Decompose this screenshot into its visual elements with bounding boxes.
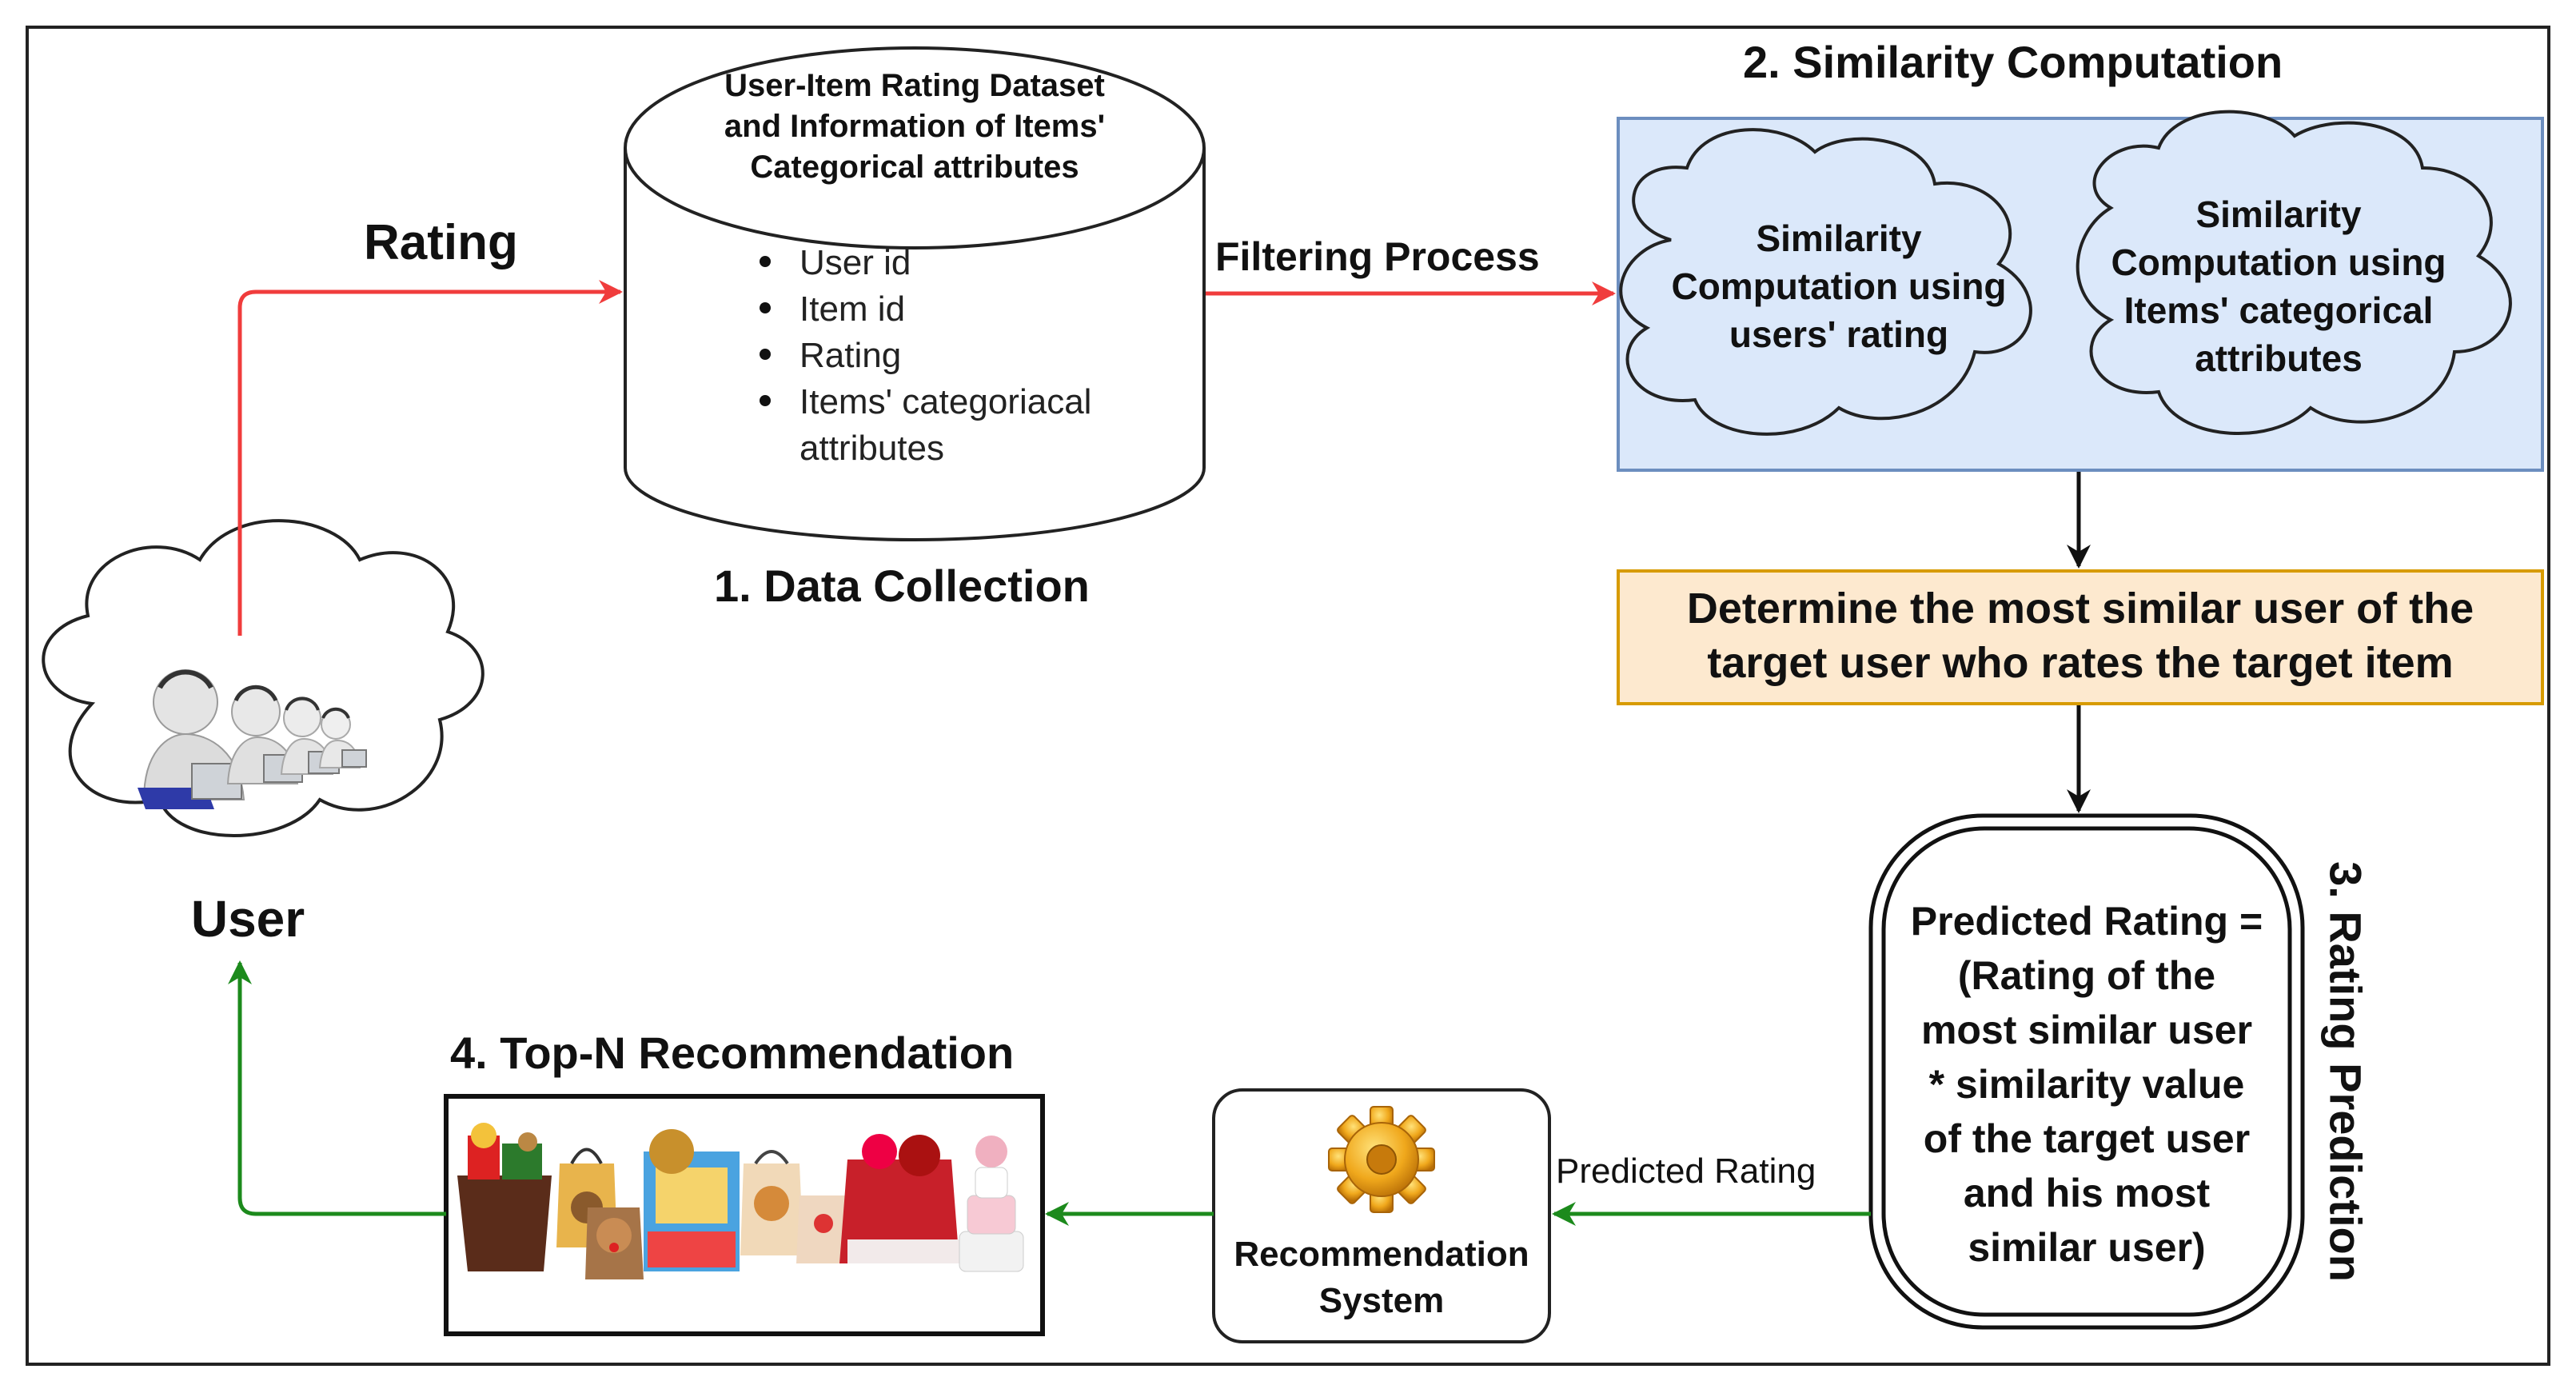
gear-icon — [1328, 1106, 1435, 1213]
prediction-formula: Predicted Rating = (Rating of the most s… — [1910, 899, 2263, 1270]
rating-arrow — [237, 280, 623, 636]
similarity-cloud-users — [1619, 128, 2032, 436]
gift-bag-image — [796, 1195, 851, 1263]
gift-box-image — [644, 1129, 740, 1271]
similarity-cloud-items — [2076, 110, 2512, 436]
gift-bag-image — [740, 1150, 804, 1255]
list-item: Items' categoriacal — [760, 379, 1091, 425]
list-item: Rating — [760, 333, 1091, 379]
rating-prediction-box — [1868, 813, 2305, 1330]
gift-bag-image — [585, 1207, 644, 1279]
dataset-attribute-list: User id Item id Rating Items' categoriac… — [760, 240, 1091, 472]
similarity-title: 2. Similarity Computation — [1743, 37, 2283, 87]
predicted-rating-edge-label: Predicted Rating — [1556, 1152, 1816, 1191]
topn-to-user-arrow — [228, 960, 446, 1216]
diaper-cake-image — [959, 1136, 1024, 1272]
topn-images — [457, 1123, 1024, 1279]
user-label: User — [190, 890, 305, 948]
filtering-edge-label: Filtering Process — [1215, 234, 1540, 279]
recommendation-system-label: Recommendation System — [1234, 1235, 1529, 1320]
topn-title: 4. Top-N Recommendation — [450, 1028, 1015, 1078]
rating-prediction-title: 3. Rating Prediction — [2320, 861, 2371, 1282]
similarity-cloud-users-text: Similarity Computation using users' rati… — [1671, 218, 2007, 355]
users-at-laptops-icon — [138, 669, 367, 809]
dataset-cylinder — [624, 46, 1206, 541]
list-item: User id — [760, 240, 1091, 286]
rating-edge-label: Rating — [364, 215, 518, 270]
determine-box — [1617, 569, 2544, 705]
user-cloud — [42, 519, 484, 837]
gift-hamper-image — [839, 1134, 959, 1263]
determine-text: Determine the most similar user of the t… — [1686, 585, 2474, 687]
list-item: Item id — [760, 286, 1091, 333]
similarity-cloud-items-text: Similarity Computation using Items' cate… — [2111, 194, 2446, 379]
data-collection-caption: 1. Data Collection — [714, 561, 1090, 611]
dataset-title: User-Item Rating Dataset and Information… — [724, 68, 1106, 185]
gift-basket-image — [457, 1123, 552, 1271]
list-item: attributes — [800, 429, 944, 468]
